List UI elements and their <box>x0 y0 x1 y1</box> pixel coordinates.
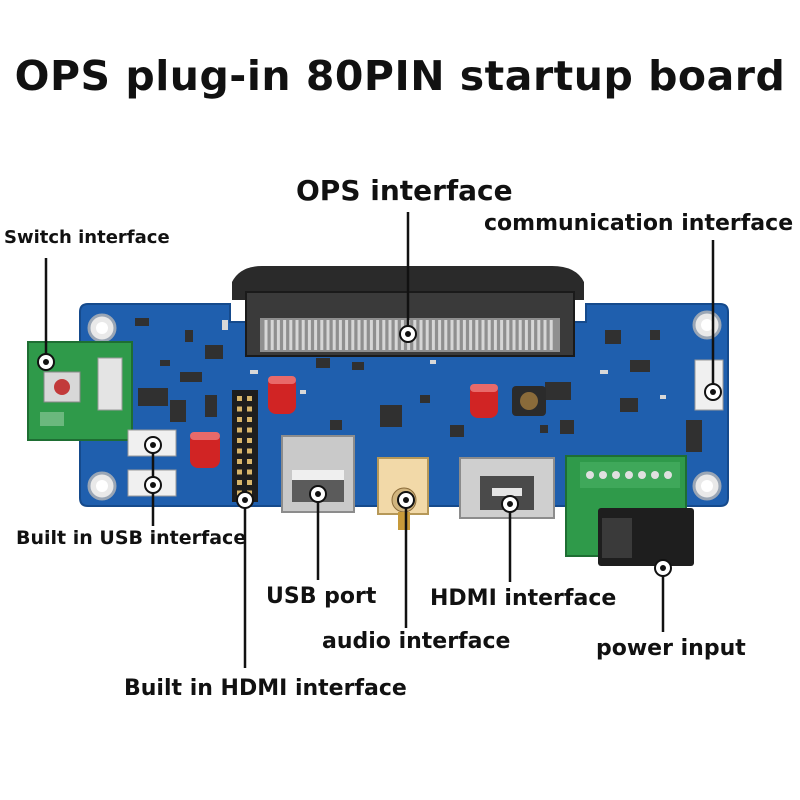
label-power-input: power input <box>596 636 746 661</box>
capacitors <box>190 376 498 468</box>
label-hdmi-interface: HDMI interface <box>430 586 617 611</box>
label-ops-interface: OPS interface <box>296 174 513 207</box>
callout-lines <box>44 212 715 668</box>
built-in-hdmi-header <box>232 390 258 502</box>
power-sub-board <box>565 455 694 566</box>
smd-components <box>135 318 702 452</box>
label-usb-port: USB port <box>266 584 377 609</box>
ops-connector <box>232 266 584 357</box>
label-switch-interface: Switch interface <box>4 227 170 248</box>
label-built-in-usb-interface: Built in USB interface <box>16 527 247 549</box>
label-audio-interface: audio interface <box>322 629 511 654</box>
label-built-in-hdmi-interface: Built in HDMI interface <box>124 676 407 701</box>
label-communication-interface: communication interface <box>484 211 794 236</box>
page-title: OPS plug-in 80PIN startup board <box>14 52 786 100</box>
